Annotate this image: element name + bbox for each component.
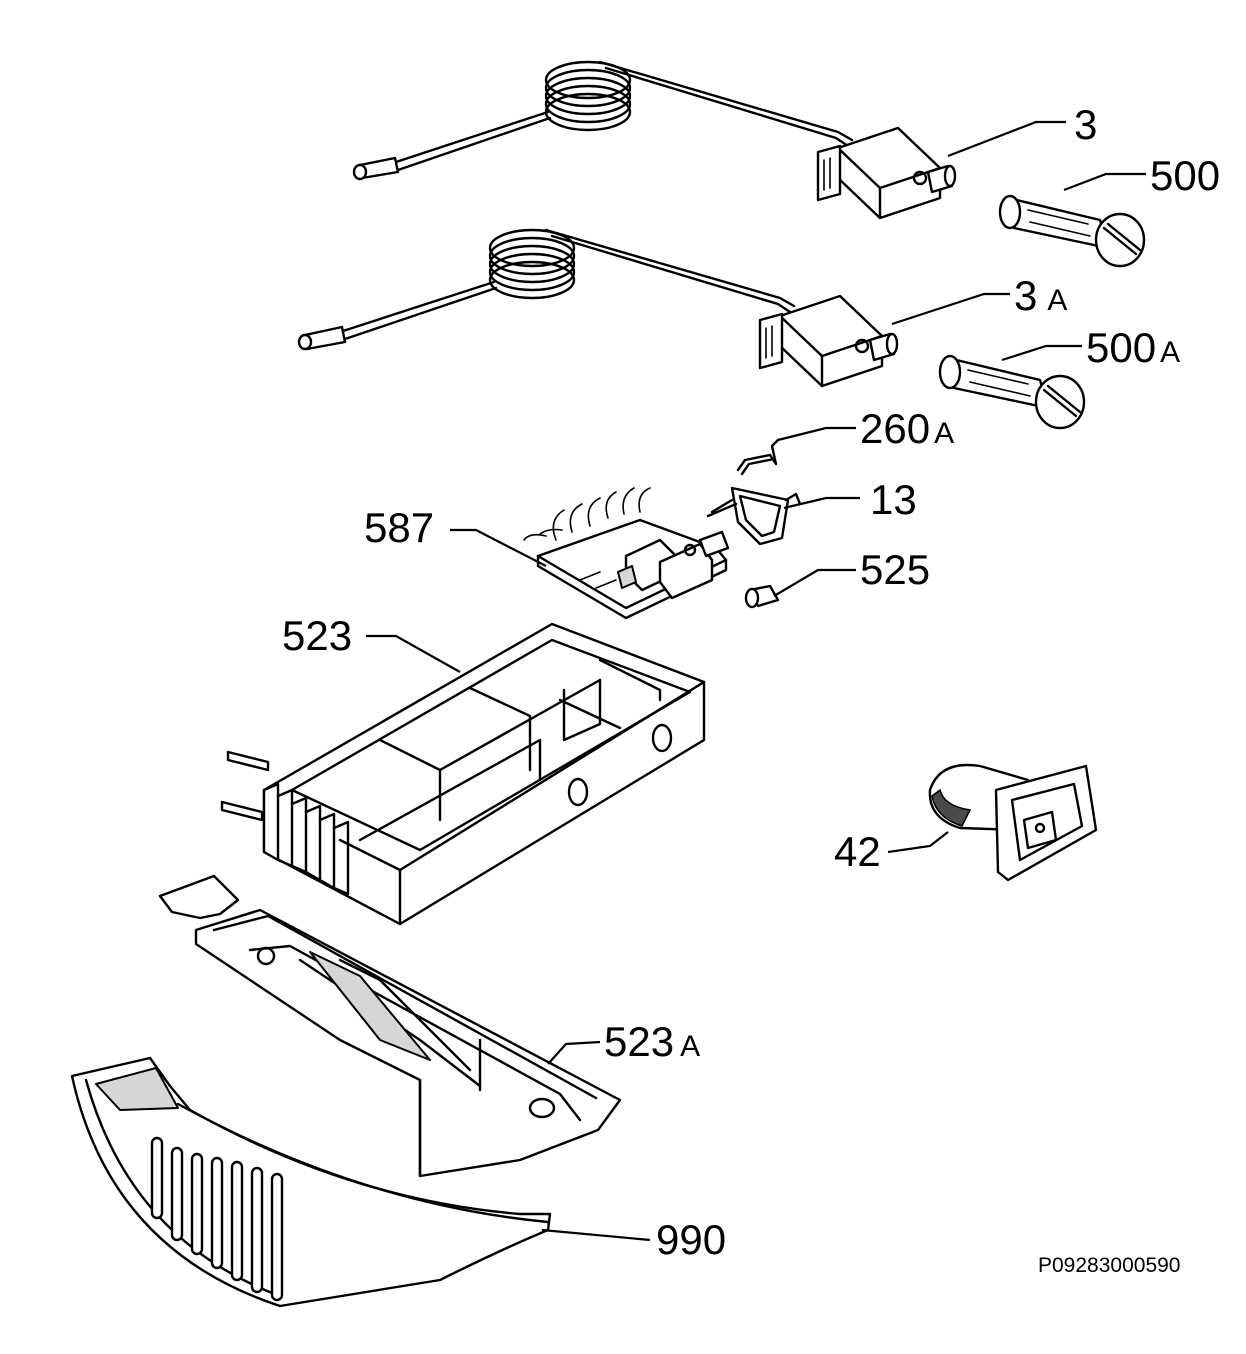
switch-board-587-drawing bbox=[523, 487, 730, 620]
bulb-holder-42-drawing bbox=[928, 763, 1098, 882]
part-label-525: 525 bbox=[860, 546, 930, 593]
thermostat-3-drawing bbox=[352, 60, 957, 220]
part-label-42: 42 bbox=[834, 828, 881, 875]
thermostat-3a-drawing bbox=[297, 228, 899, 388]
part-label-523: 523 bbox=[282, 612, 352, 659]
part-label-500: 500 bbox=[1150, 152, 1220, 199]
part-label-3: 3 bbox=[1074, 101, 1097, 148]
knob-500-drawing bbox=[998, 194, 1146, 268]
part-label-990: 990 bbox=[656, 1216, 726, 1263]
part-label-587: 587 bbox=[364, 504, 434, 551]
bracket-13-drawing bbox=[706, 486, 802, 546]
leader-lines bbox=[366, 120, 1146, 1242]
spring-260a-drawing bbox=[736, 438, 780, 476]
housing-523-drawing bbox=[220, 622, 706, 926]
indicator-525-drawing bbox=[744, 584, 780, 609]
knob-500a-drawing bbox=[938, 354, 1086, 430]
tray-523a-drawing bbox=[158, 874, 622, 1178]
part-label-13: 13 bbox=[870, 476, 917, 523]
reference-code: P09283000590 bbox=[1038, 1254, 1180, 1277]
front-grille-990-drawing bbox=[70, 1056, 552, 1308]
